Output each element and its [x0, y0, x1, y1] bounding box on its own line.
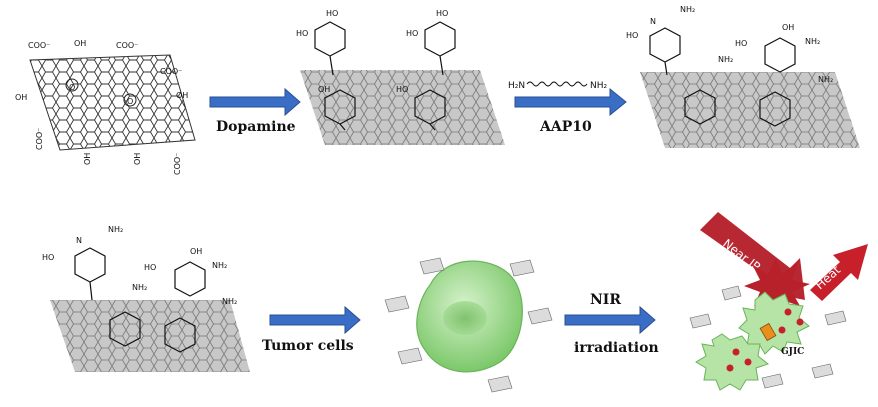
ho-label-a: HO	[326, 9, 338, 18]
nir-label: NIR	[590, 292, 621, 308]
tumor-cell-upper	[738, 291, 810, 355]
dopamine-graphene-sheet: HO HO OH HO HO HO	[296, 9, 505, 145]
oh-label-3: OH	[176, 91, 188, 100]
oh-label-2: OH	[15, 93, 27, 102]
linker-left-label: H₂N	[508, 81, 525, 91]
coo-label-1: COO⁻	[28, 41, 50, 50]
nanoparticle-dot	[726, 364, 734, 372]
coo-label-2: COO⁻	[116, 41, 138, 50]
aap10-graphene-sheet-bottom: N NH₂ HO NH₂ HO OH NH₂ NH₂	[42, 225, 250, 372]
n-label-a: N	[650, 17, 656, 26]
dopamine-arrow: Dopamine	[209, 87, 301, 135]
tumor-cells-label: Tumor cells	[262, 338, 354, 354]
gap-junction: GJIC	[759, 322, 804, 357]
oh-label-5: OH	[133, 153, 142, 165]
scene-nanosheets	[689, 285, 847, 389]
oh-label-b: OH	[782, 23, 794, 32]
aap10-graphene-sheet-top: N NH₂ HO NH₂ HO OH NH₂ NH₂	[626, 5, 860, 148]
nanoparticle-dot	[796, 318, 804, 326]
nanoparticle-dot	[744, 358, 752, 366]
tumor-cells-arrow: Tumor cells	[262, 305, 361, 354]
gjic-label: GJIC	[781, 347, 804, 357]
ho-label-d: HO	[406, 29, 418, 38]
nh2-label-c: NH₂	[805, 37, 820, 46]
coo-label-3: COO⁻	[160, 67, 182, 76]
aap10-arrow: H₂N NH₂ AAP10	[508, 81, 627, 135]
tumor-cell-lower	[695, 333, 770, 391]
nh2-label-h: NH₂	[222, 297, 237, 306]
nanoparticle-dot	[778, 326, 786, 334]
linker-right-label: NH₂	[590, 81, 608, 91]
oh-label-a: OH	[318, 85, 330, 94]
nh2-label-f: NH₂	[132, 283, 147, 292]
irradiation-label: irradiation	[574, 340, 659, 356]
oh-label-1: OH	[74, 39, 86, 48]
tumor-cell	[416, 260, 523, 373]
coo-label-5: COO⁻	[173, 153, 182, 175]
nh2-label-b: NH₂	[718, 55, 733, 64]
graphene-oxide-sheet	[29, 54, 196, 151]
nir-arrow: NIR irradiation	[564, 292, 659, 356]
nh2-label-d: NH₂	[818, 75, 833, 84]
ho-label-i: HO	[144, 263, 156, 272]
coo-label-4: COO⁻	[35, 128, 44, 150]
heat-arrow: Heat	[810, 244, 868, 301]
nh2-label-g: NH₂	[212, 261, 227, 270]
ho-label-c: HO	[436, 9, 448, 18]
epoxy-o-label-1: O	[69, 83, 75, 92]
nh2-label-e: NH₂	[108, 225, 123, 234]
nh2-label-a: NH₂	[680, 5, 695, 14]
oh-label-4: OH	[83, 153, 92, 165]
epoxy-o-label-2: O	[127, 97, 133, 106]
ho-label-h: HO	[42, 253, 54, 262]
nanoparticle-dot	[732, 348, 740, 356]
ho-label-e: HO	[396, 85, 408, 94]
n-label-b: N	[76, 236, 82, 245]
ho-label-g: HO	[735, 39, 747, 48]
nanosheet-particles	[384, 257, 553, 393]
ho-label-f: HO	[626, 31, 638, 40]
dopamine-label: Dopamine	[216, 119, 296, 135]
oh-label-c: OH	[190, 247, 202, 256]
aap10-label: AAP10	[539, 119, 592, 135]
ho-label-b: HO	[296, 29, 308, 38]
nanoparticle-dot	[784, 308, 792, 316]
graphene-oxide-groups: COO⁻ OH COO⁻ COO⁻ OH OH O O COO⁻ OH OH C…	[15, 39, 188, 175]
